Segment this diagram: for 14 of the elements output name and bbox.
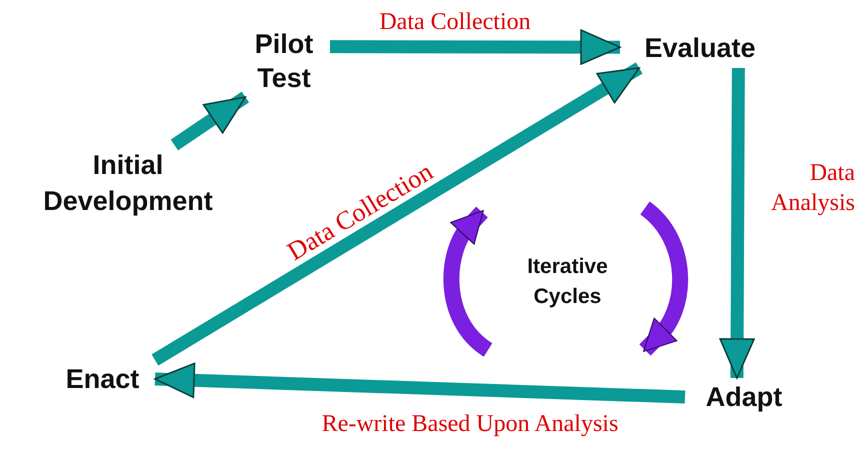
edge-label: Re-write Based Upon Analysis (320, 410, 620, 439)
block-arrow (152, 62, 643, 366)
stage-label: Evaluate (620, 28, 780, 68)
stage-label: Enact (50, 360, 155, 398)
stage-label: Initial Development (12, 145, 244, 220)
block-arrow (719, 68, 755, 379)
edge-label: Data Analysis (770, 159, 855, 218)
stage-label: Adapt (685, 378, 803, 416)
block-arrow (170, 92, 249, 150)
block-arrow (330, 29, 621, 65)
stage-label: Pilot Test (238, 25, 330, 97)
block-arrow (154, 362, 686, 404)
edge-label: Data Collection (378, 8, 532, 37)
cycle-label: Iterative Cycles (526, 254, 609, 310)
